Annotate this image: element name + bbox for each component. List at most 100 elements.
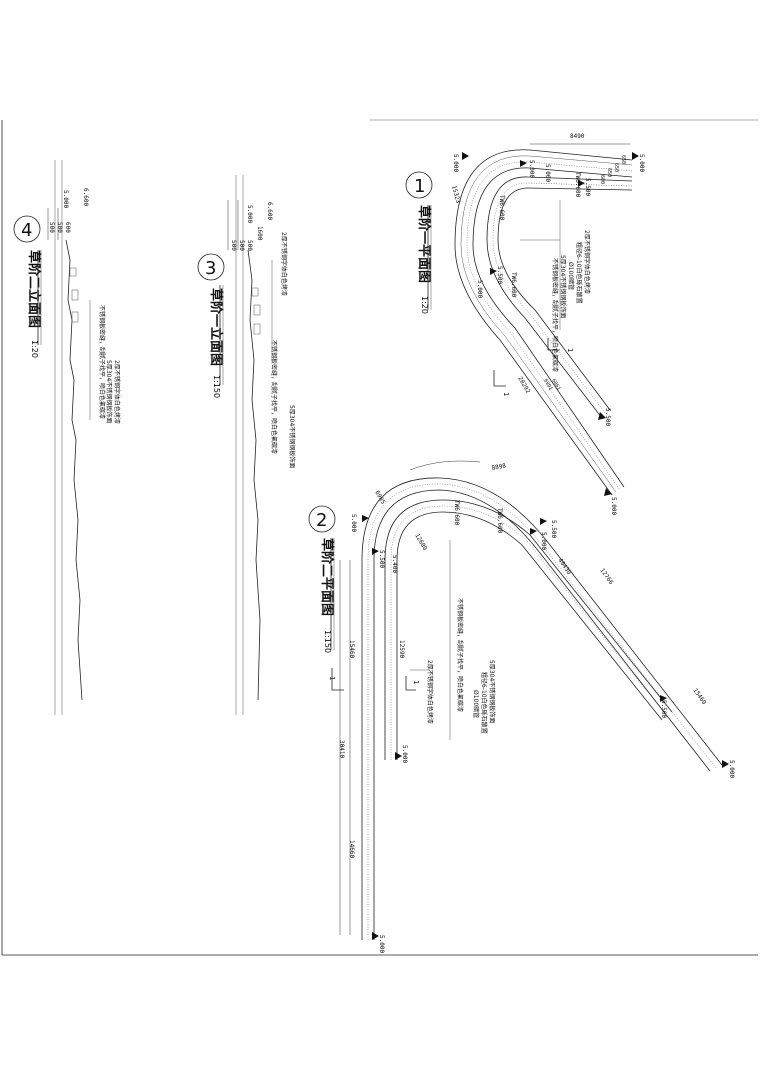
elev3-level-base: 5.000 bbox=[246, 205, 253, 223]
plan1-level: 5.000 bbox=[610, 497, 617, 515]
plan2-level: 5.500 bbox=[378, 550, 385, 568]
plan1-inner-edge bbox=[486, 176, 633, 419]
plan2-dim-text: 30410 bbox=[338, 740, 345, 758]
elev3-dim-text: 1600 bbox=[256, 226, 263, 241]
plan2-dim-text: 12766 bbox=[598, 567, 614, 586]
elev4-number-circle bbox=[13, 215, 41, 243]
elev3-dim-text: 500 bbox=[246, 240, 253, 251]
plan1-level: 5.000 bbox=[638, 154, 645, 172]
elev4-level-top: 6.600 bbox=[82, 188, 89, 206]
plan1-section-mark bbox=[493, 370, 506, 387]
plan1-scale: 1:20 bbox=[420, 296, 429, 314]
plan1-dim-text: 650 bbox=[606, 168, 612, 177]
plan2-level: 5.000 bbox=[350, 514, 357, 532]
plan1-dim-text: 6061 bbox=[550, 378, 561, 391]
plan1-level: 5.500 bbox=[604, 408, 611, 426]
level-marker-icon bbox=[362, 515, 369, 522]
elevation-4: 4 草阶二立面图 1:20 6.600 5.000 500 500 600 不锈… bbox=[13, 160, 121, 715]
plan2-outer-inner-edge bbox=[373, 489, 711, 940]
plan1-dim-text: 600 bbox=[599, 175, 605, 184]
plan2-tw-mark: TW6.600 bbox=[496, 508, 503, 534]
plan2-note: 2厚不锈钢字体白色烤漆 bbox=[426, 660, 434, 724]
plan2-level: 5.500 bbox=[660, 700, 667, 718]
level-marker-icon bbox=[490, 268, 497, 275]
elev3-letter-block bbox=[253, 323, 261, 335]
plan2-inner-edge-2 bbox=[390, 505, 668, 760]
plan1-level: 5.500 bbox=[496, 266, 503, 284]
elev3-note: 2厚不锈钢字体白色烤漆 bbox=[280, 232, 288, 296]
elevation-3: 3 草阶一立面图 1:150 6.600 5.000 1600 500 500 … bbox=[197, 175, 296, 715]
plan2-dim-text: 12590 bbox=[398, 640, 405, 658]
plan2-section-mark bbox=[405, 676, 416, 691]
plan2-section-label: 1 bbox=[328, 676, 336, 680]
plan1-section-mark bbox=[547, 338, 560, 351]
elev4-note: 2厚不锈钢字体白色烤漆 bbox=[113, 360, 121, 424]
plan2-level: 5.000 bbox=[728, 760, 735, 778]
level-marker-icon bbox=[540, 518, 547, 525]
level-marker-icon bbox=[372, 548, 379, 555]
plan2-section-mark bbox=[331, 668, 344, 691]
plan1-inner-inner-edge bbox=[497, 187, 633, 411]
plan2-note: 粗径6-10白色砾石散置 bbox=[480, 672, 488, 734]
elev4-dim-text: 600 bbox=[64, 222, 71, 233]
plan1-outer-edge-2 bbox=[460, 155, 633, 493]
plan1-note: 5厚304不锈钢钢板饰面 bbox=[559, 255, 567, 318]
level-marker-icon bbox=[520, 160, 527, 167]
plan2-inner-edge bbox=[384, 499, 673, 760]
elev4-letter-block bbox=[69, 267, 77, 277]
plan1-number-circle bbox=[405, 171, 433, 199]
level-marker-icon bbox=[372, 932, 379, 940]
plan2-level: 5.000 bbox=[540, 532, 547, 550]
plan2-title: 草阶二平面图 bbox=[319, 538, 335, 616]
plan1-section-label: 1 bbox=[502, 392, 510, 396]
plan1-dim-text: 6991 bbox=[542, 378, 553, 391]
level-marker-icon bbox=[604, 488, 612, 496]
plan2-scale: 1:150 bbox=[323, 630, 332, 653]
level-marker-icon bbox=[462, 152, 469, 160]
plan1-dim-text: 15323 bbox=[450, 185, 462, 205]
plan2-inner-inner-edge bbox=[396, 511, 663, 760]
plan1-note: 2厚不锈钢字体白色烤漆 bbox=[583, 230, 591, 294]
level-marker-icon bbox=[598, 412, 606, 420]
plan1-dim-text: 650 bbox=[620, 155, 626, 164]
elev4-dim-text: 500 bbox=[48, 222, 55, 233]
plan1-note: Ø100暗管 bbox=[567, 262, 575, 290]
plan2-dim-text: 6905 bbox=[373, 490, 386, 506]
level-marker-icon bbox=[578, 180, 585, 187]
plan1-tw-mark: TW6.600 bbox=[498, 195, 505, 221]
level-marker-icon bbox=[722, 760, 729, 768]
plan2-note: 5厚304不锈钢钢板饰面 bbox=[488, 660, 496, 723]
elev3-scale: 1:150 bbox=[212, 375, 221, 398]
elev3-title: 草阶一立面图 bbox=[208, 288, 224, 366]
plan2-dim-text: 15460 bbox=[691, 687, 707, 706]
elev4-scale: 1:20 bbox=[30, 340, 39, 358]
elev3-letter-block bbox=[251, 287, 259, 297]
elev3-note: 不锈钢板密缝，刮腻子找平，喷白色氟碳漆 bbox=[270, 340, 278, 454]
plan1-section-label: 1 bbox=[566, 348, 574, 352]
elev4-title: 草阶二立面图 bbox=[26, 250, 42, 328]
plan1-level: 5.000 bbox=[452, 154, 459, 172]
plan2-outer-edge bbox=[361, 477, 723, 940]
plan2-outer-edge-2 bbox=[367, 483, 717, 940]
plan1-tw-mark: TW6.600 bbox=[510, 272, 517, 298]
plan2-note: Ø100暗管 bbox=[472, 690, 480, 718]
level-marker-icon bbox=[632, 152, 639, 160]
plan1-outer-inner-edge bbox=[472, 167, 633, 488]
elev4-dim-text: 500 bbox=[56, 222, 63, 233]
plan1-level: 5.000 bbox=[544, 164, 551, 182]
plan2-tw-mark: TW6.600 bbox=[453, 500, 460, 526]
plan1-note: 不锈钢板密缝，刮腻子找平，喷白色氟碳漆 bbox=[551, 258, 559, 372]
plan1-dim-text: 8490 bbox=[570, 133, 585, 140]
plan2-tw-mark: 5.400 bbox=[391, 555, 398, 573]
level-marker-icon bbox=[660, 695, 667, 702]
plan2-number-circle bbox=[308, 505, 336, 533]
plan1-note: 粗径6-10白色砾石散置 bbox=[575, 242, 583, 304]
elev3-dim-text: 500 bbox=[238, 240, 245, 251]
elev3-letter-block bbox=[253, 304, 261, 316]
plan-2: 5.000 5.500 5.500 5.000 5.500 5.000 5.00… bbox=[308, 460, 735, 953]
plan2-dim-text: 8898 bbox=[491, 462, 507, 471]
elev3-note: 5厚304不锈钢钢板饰面 bbox=[288, 405, 296, 468]
elev3-number: 3 bbox=[205, 258, 216, 279]
plan1-title: 草阶一平面图 bbox=[416, 205, 432, 283]
